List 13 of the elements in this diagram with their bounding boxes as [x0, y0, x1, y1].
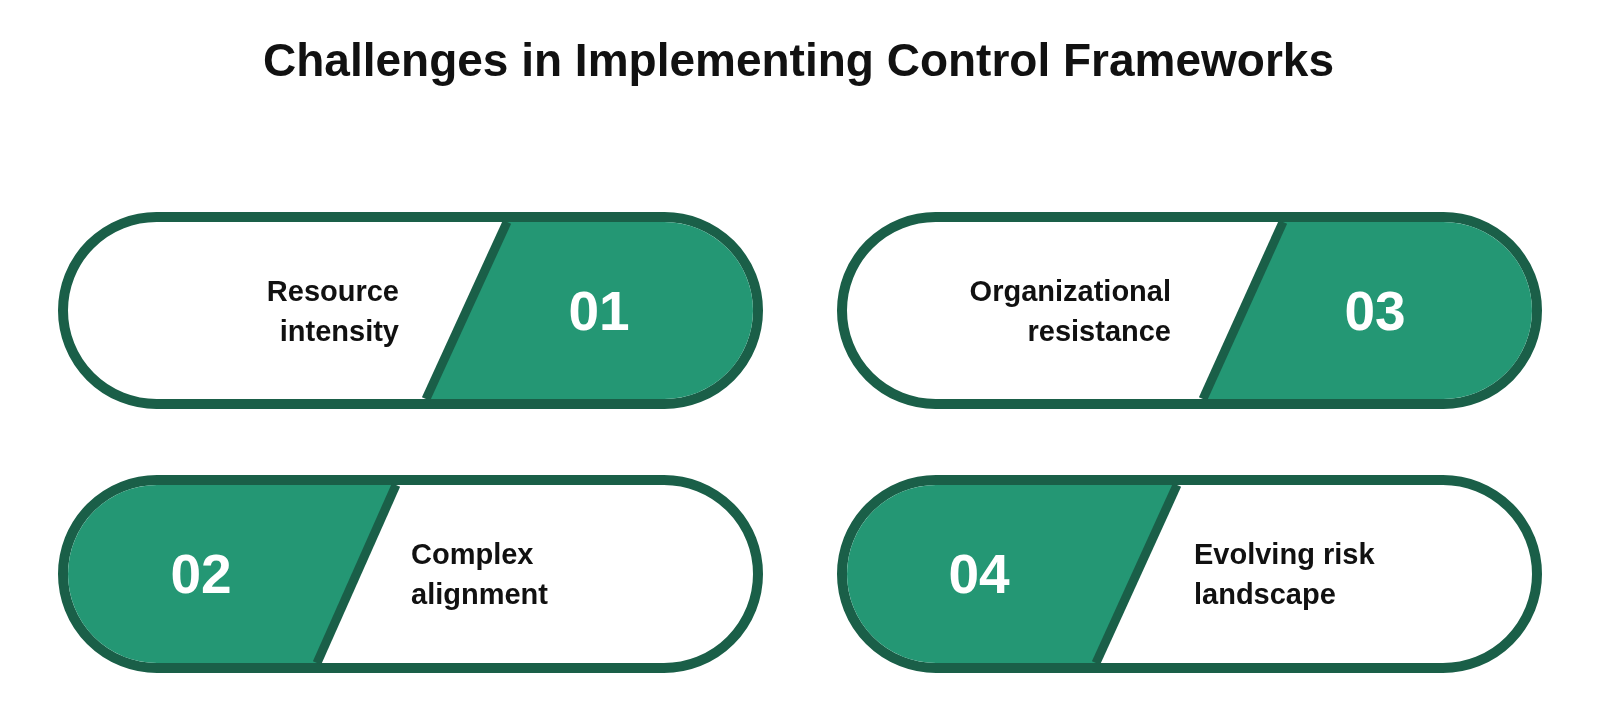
challenge-label: Resource intensity: [265, 273, 399, 349]
number-segment: [421, 222, 753, 399]
challenge-number: 02: [170, 544, 232, 604]
number-segment: [68, 485, 401, 663]
title: Challenges in Implementing Control Frameworks: [262, 33, 1335, 88]
challenge-number: 03: [1344, 280, 1406, 341]
challenge-label: Evolving risk landscape: [1194, 537, 1376, 612]
challenge-label: Complex alignment: [411, 537, 549, 612]
challenge-number: 04: [948, 544, 1010, 604]
number-segment: [1198, 222, 1532, 399]
challenge-label: Organizational resistance: [968, 273, 1171, 349]
challenge-number: 01: [568, 280, 630, 341]
number-segment: [847, 485, 1182, 663]
